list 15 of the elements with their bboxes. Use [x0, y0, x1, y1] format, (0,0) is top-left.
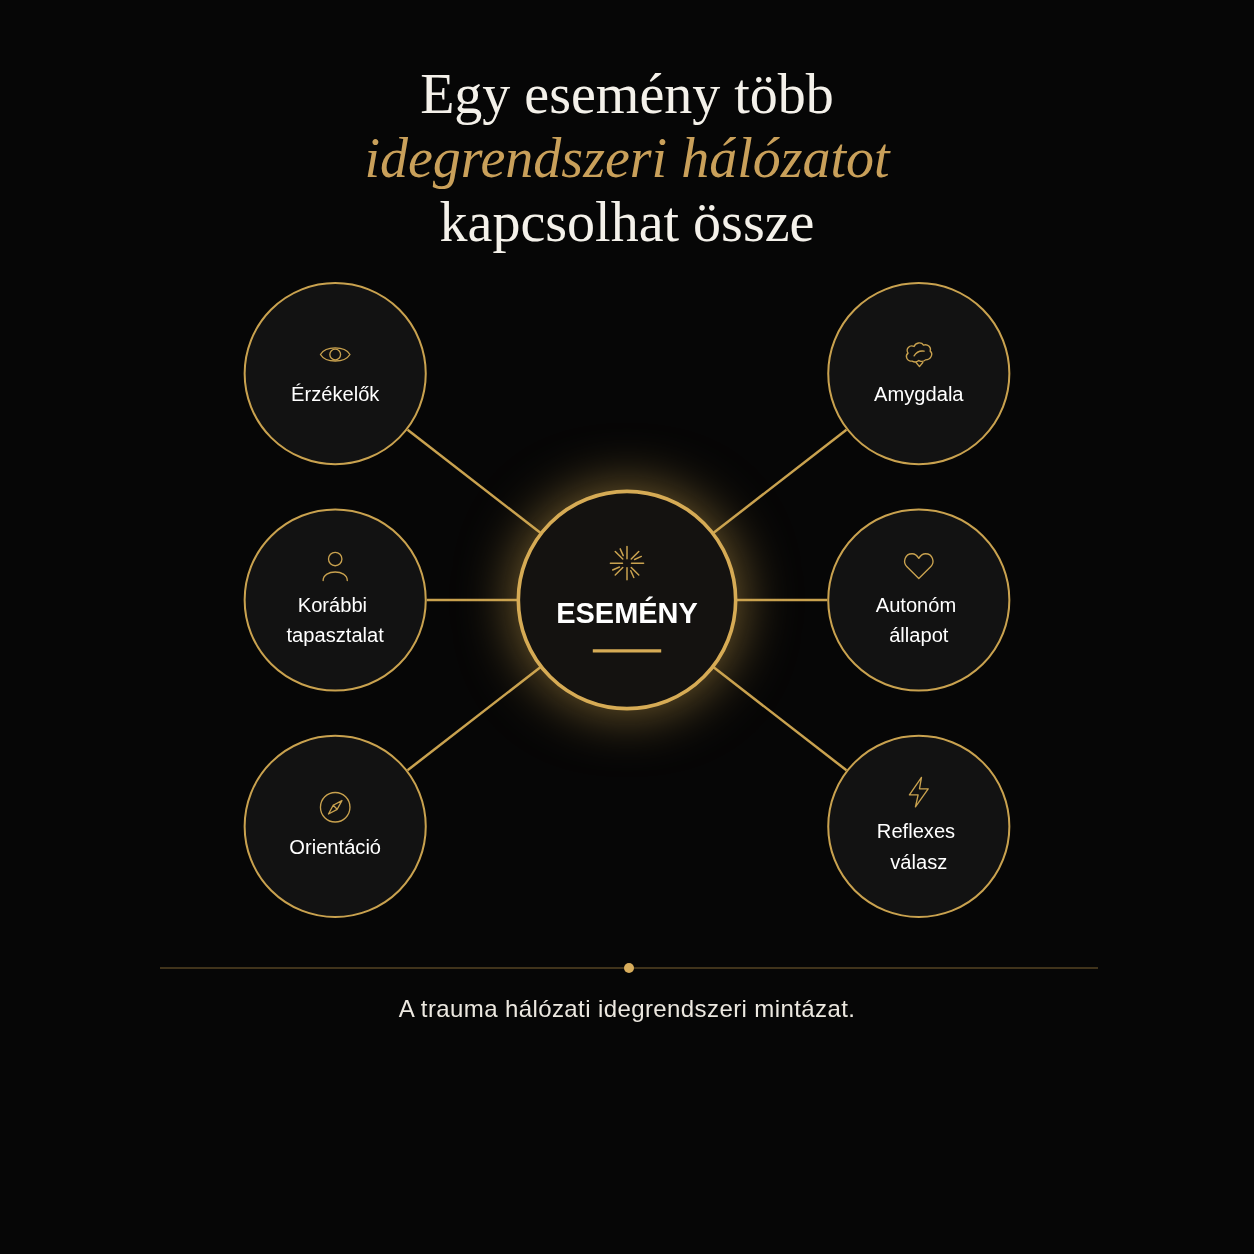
connector [406, 428, 542, 534]
connector [712, 428, 848, 534]
title: Egy esemény több idegrendszeri hálózatot kapcsolhat össze [364, 62, 890, 254]
node-circle: ESEMÉNY [516, 489, 738, 711]
node-circle: Orientáció [243, 734, 427, 918]
connector [712, 666, 848, 772]
node-circle: Érzékelők [243, 282, 427, 466]
connector [736, 598, 828, 602]
connector [426, 598, 518, 602]
node-circle: Reflexes válasz [827, 734, 1011, 918]
node-circle: Korábbi tapasztalat [243, 508, 427, 692]
connector [406, 666, 542, 772]
caption: A trauma hálózati idegrendszeri mintázat. [398, 994, 856, 1024]
node-circle: Amygdala [827, 282, 1011, 466]
node-circle: Autonóm állapot [827, 508, 1011, 692]
